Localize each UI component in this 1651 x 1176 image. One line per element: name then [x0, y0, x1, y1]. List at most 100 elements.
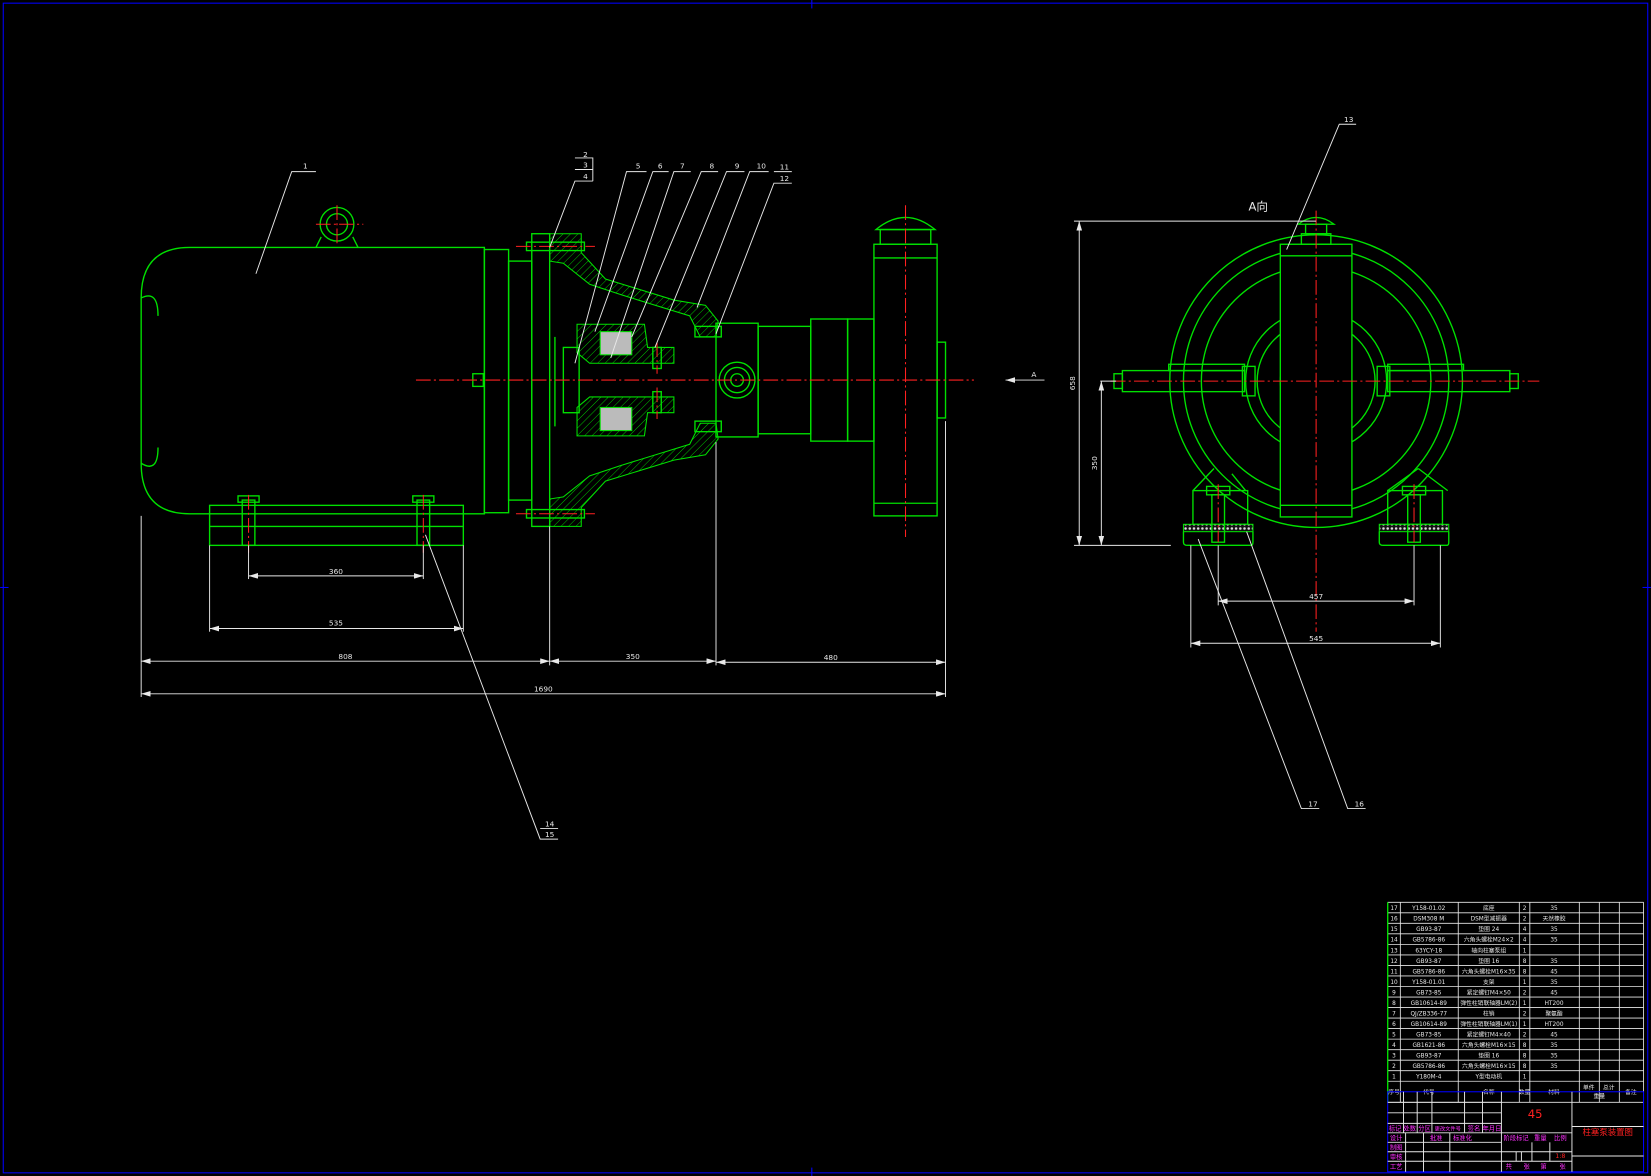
dim-label: 480	[824, 653, 838, 662]
coupling	[562, 323, 675, 437]
parts-cell: 35	[1550, 1054, 1558, 1060]
callout-2: 2	[583, 150, 588, 159]
parts-cell: DSM308 M	[1413, 917, 1444, 923]
callout-1: 1	[303, 161, 308, 170]
parts-cell: 1	[1523, 980, 1527, 986]
tb-label: 分区	[1418, 1124, 1431, 1133]
parts-cell: GB5786-86	[1412, 938, 1445, 944]
tb-role: 批准	[1430, 1133, 1443, 1142]
parts-cell: 7	[1392, 1011, 1396, 1017]
parts-cell: 8	[1523, 1054, 1527, 1060]
parts-cell: 35	[1550, 906, 1558, 912]
parts-cell: GB93-87	[1416, 927, 1442, 933]
callout-15: 15	[545, 830, 555, 839]
parts-cell: HT200	[1545, 1022, 1564, 1028]
tb-sheet: 张	[1559, 1162, 1566, 1171]
parts-cell: 10	[1390, 980, 1398, 986]
callout-17: 17	[1308, 799, 1318, 808]
parts-cell: 45	[1550, 969, 1558, 975]
parts-cell: 2	[1523, 1033, 1527, 1039]
parts-cell: 8	[1523, 969, 1527, 975]
parts-cell: 1	[1523, 948, 1527, 954]
callout-16: 16	[1355, 799, 1365, 808]
parts-cell: 35	[1550, 938, 1558, 944]
view-title: A向	[1248, 200, 1268, 214]
tb-scale: 比例	[1554, 1133, 1567, 1142]
title-block: 45 柱塞泵装置图 标记 处数 分区 更改文件号 签名 年月日 设计 标准化 制…	[1387, 1091, 1645, 1173]
parts-cell: Y型电动机	[1474, 1073, 1502, 1081]
callout-6: 6	[658, 161, 663, 170]
front-dimensions: 360 535 808 350 480 1690	[140, 421, 946, 697]
parts-cell: 35	[1550, 927, 1558, 933]
tb-role: 工艺	[1390, 1163, 1403, 1171]
callout-3: 3	[583, 160, 588, 169]
parts-cell: 3	[1392, 1054, 1396, 1060]
parts-cell: 14	[1390, 938, 1398, 944]
parts-cell: QJ/ZB336-77	[1410, 1011, 1447, 1017]
parts-cell: 8	[1523, 959, 1527, 965]
tb-label: 处数	[1404, 1124, 1417, 1133]
parts-cell: 8	[1523, 1043, 1527, 1049]
parts-cell: 35	[1550, 1043, 1558, 1049]
parts-cell: Y158-01.02	[1411, 906, 1446, 912]
parts-header: 总计	[1603, 1084, 1615, 1092]
parts-cell: 45	[1550, 1033, 1558, 1039]
tb-role: 标准化	[1453, 1133, 1473, 1142]
material-label: 45	[1528, 1107, 1543, 1121]
parts-cell: 1	[1392, 1075, 1396, 1081]
side-dimensions: 658 350 457 545	[1068, 220, 1441, 648]
dim-label: 457	[1309, 592, 1323, 601]
parts-cell: 35	[1550, 1064, 1558, 1070]
callouts: 1 2 3 4 5 6 7 8 9 10 11 12 13 14 15 16 1…	[255, 115, 1366, 840]
tb-weight: 重量	[1534, 1134, 1547, 1142]
parts-cell: DSM型减振器	[1471, 915, 1507, 923]
parts-cell: 2	[1523, 990, 1527, 996]
parts-cell: 垫圈 16	[1478, 957, 1499, 965]
parts-cell: GB93-87	[1416, 1054, 1442, 1060]
tb-role: 设计	[1390, 1133, 1403, 1142]
dim-label: 535	[329, 618, 343, 627]
pump	[715, 205, 947, 537]
dim-label: 350	[1090, 456, 1099, 470]
parts-cell: 六角头螺栓M24×2	[1464, 936, 1514, 944]
parts-cell: 轴向柱塞泵组	[1471, 946, 1506, 954]
callout-10: 10	[757, 161, 767, 170]
front-view: A	[140, 205, 1045, 553]
tb-sheet: 共	[1506, 1162, 1513, 1171]
dim-label: 808	[338, 652, 352, 661]
parts-cell: Y158-01.01	[1411, 980, 1446, 986]
motor	[140, 205, 533, 553]
foot-left	[1182, 468, 1254, 547]
parts-cell: 1	[1523, 1075, 1527, 1081]
parts-cell: 63YCY-18	[1415, 948, 1442, 954]
parts-cell: 2	[1523, 906, 1527, 912]
tb-label: 签名	[1468, 1124, 1481, 1133]
parts-cell: 垫圈 24	[1478, 925, 1499, 933]
tb-sheet: 第	[1540, 1162, 1546, 1171]
parts-cell: GB73-85	[1416, 990, 1442, 996]
parts-cell: 弹性柱销联轴器LM(2)	[1460, 999, 1517, 1007]
callout-5: 5	[636, 161, 641, 170]
tb-label: 标记	[1389, 1124, 1402, 1133]
tb-label: 更改文件号	[1435, 1125, 1461, 1133]
parts-header: 单件	[1583, 1084, 1595, 1092]
parts-header: 重量	[1594, 1092, 1606, 1100]
dim-label: 545	[1309, 634, 1323, 643]
tb-sheet: 张	[1524, 1162, 1531, 1171]
parts-cell: 底座	[1483, 904, 1495, 912]
parts-cell: 六角头螺栓M16×35	[1462, 967, 1516, 975]
parts-cell: 16	[1390, 917, 1398, 923]
parts-cell: 4	[1523, 927, 1527, 933]
parts-cell: 紧定螺钉M4×40	[1467, 1031, 1511, 1039]
callout-7: 7	[680, 161, 685, 170]
parts-cell: GB93-87	[1416, 959, 1442, 965]
callout-12: 12	[780, 174, 789, 183]
parts-cell: 六角头螺栓M16×15	[1462, 1062, 1516, 1070]
parts-cell: 天然橡胶	[1542, 915, 1565, 923]
parts-cell: 弹性柱销联轴器LM(1)	[1460, 1020, 1517, 1028]
tb-stage: 阶段标记	[1504, 1133, 1530, 1142]
parts-cell: GB1621-86	[1412, 1043, 1445, 1049]
callout-13: 13	[1344, 115, 1354, 124]
parts-cell: 2	[1523, 1011, 1527, 1017]
drawing-title: 柱塞泵装置图	[1583, 1127, 1633, 1137]
